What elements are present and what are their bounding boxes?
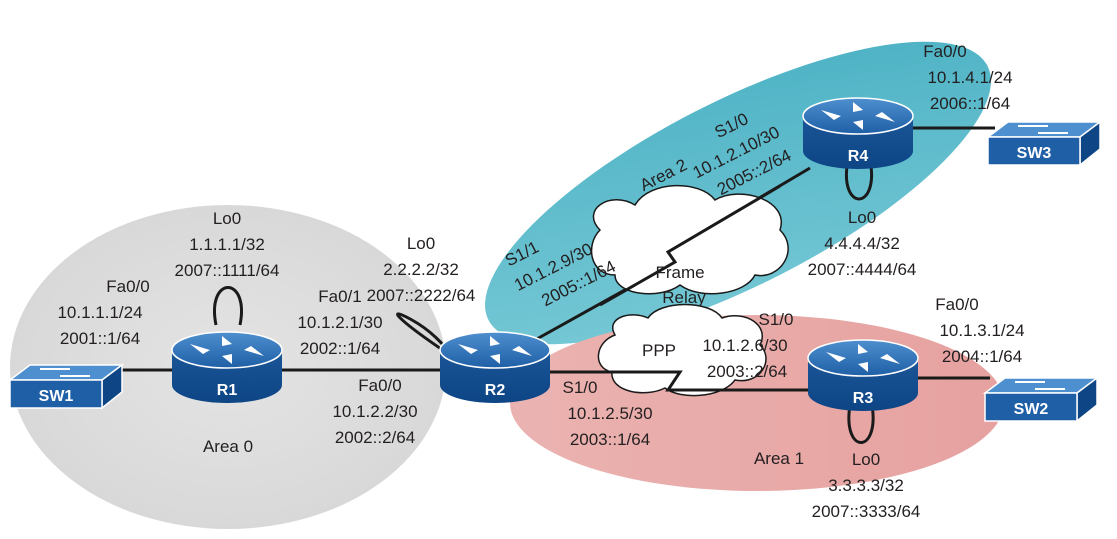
r1-label: R1 [217, 382, 238, 399]
interface-name: Fa0/0 [106, 277, 149, 296]
ipv6-address: 2003::2/64 [707, 362, 787, 381]
sw3-label: SW3 [1017, 145, 1052, 162]
sw1-switch[interactable]: SW1 [7, 363, 125, 410]
sw3-switch[interactable]: SW3 [985, 120, 1103, 167]
r2-label: R2 [485, 382, 506, 399]
switch-arrows-icon [1018, 125, 1068, 134]
ipv6-address: 2006::1/64 [930, 94, 1010, 113]
interface-name: Fa0/0 [923, 42, 966, 61]
ipv4-address: 10.1.2.1/30 [297, 313, 382, 332]
ppp-label: PPP [642, 341, 676, 360]
router-arrows-icon [190, 336, 264, 364]
switch-arrows-icon [1015, 381, 1065, 390]
ipv4-address: 10.1.2.5/30 [567, 404, 652, 423]
ipv6-address: 2002::2/64 [335, 428, 415, 447]
r2-s10-labels: S1/0 10.1.2.5/30 2003::1/64 [563, 378, 653, 449]
switch-arrows-icon [40, 368, 90, 377]
ipv4-address: 4.4.4.4/32 [824, 234, 900, 253]
ipv6-address: 2007::3333/64 [812, 502, 921, 521]
router-arrows-icon [458, 336, 532, 364]
r2-fa00-labels: Fa0/0 10.1.2.2/30 2002::2/64 [332, 376, 417, 447]
r3-router[interactable]: R3 [807, 339, 919, 411]
frame-relay-label-line2: Relay [662, 288, 706, 307]
ipv6-address: 2007::4444/64 [808, 260, 917, 279]
interface-name: S1/0 [759, 310, 794, 329]
interface-name: Fa0/0 [358, 376, 401, 395]
area0-label: Area 0 [203, 437, 253, 456]
ipv6-address: 2003::1/64 [570, 430, 650, 449]
sw2-label: SW2 [1014, 401, 1049, 418]
r1-lo0-labels: Lo0 1.1.1.1/32 2007::1111/64 [175, 209, 280, 280]
interface-name: Fa0/1 [318, 287, 361, 306]
ipv6-address: 2001::1/64 [60, 329, 140, 348]
ipv4-address: 10.1.1.1/24 [57, 303, 142, 322]
ipv6-address: 2004::1/64 [942, 347, 1022, 366]
ipv4-address: 10.1.4.1/24 [927, 68, 1012, 87]
sw1-label: SW1 [39, 388, 74, 405]
ipv6-address: 2007::1111/64 [175, 261, 280, 280]
r2-loopback-loop [396, 312, 452, 357]
r3-s10-labels: S1/0 10.1.2.6/30 2003::2/64 [702, 310, 793, 381]
router-arrows-icon [826, 344, 900, 372]
ipv4-address: 3.3.3.3/32 [828, 476, 904, 495]
interface-name: Lo0 [407, 234, 435, 253]
ipv6-address: 2002::1/64 [300, 339, 380, 358]
frame-relay-label-line1: Frame [655, 263, 704, 282]
r4-loopback-loop [845, 159, 873, 201]
r2-lo0-labels: Lo0 2.2.2.2/32 2007::2222/64 [367, 234, 476, 305]
r1-loopback-loop [213, 286, 243, 326]
r3-lo0-labels: Lo0 3.3.3.3/32 2007::3333/64 [812, 450, 921, 521]
interface-name: S1/0 [563, 378, 598, 397]
area1-label: Area 1 [754, 449, 804, 468]
ipv4-address: 1.1.1.1/32 [189, 235, 265, 254]
ipv6-address: 2007::2222/64 [367, 286, 476, 305]
r1-router[interactable]: R1 [171, 331, 283, 403]
router-arrows-icon [821, 102, 895, 130]
r3-fa00-labels: Fa0/0 10.1.3.1/24 2004::1/64 [935, 295, 1024, 366]
r1-fa00-labels: Fa0/0 10.1.1.1/24 2001::1/64 [57, 277, 149, 348]
interface-name: Lo0 [848, 208, 876, 227]
frame-relay-link-segment [599, 184, 781, 307]
ipv4-address: 10.1.3.1/24 [939, 321, 1024, 340]
ipv4-address: 10.1.2.2/30 [332, 402, 417, 421]
interface-name: Fa0/0 [935, 295, 978, 314]
r3-label: R3 [853, 390, 874, 407]
r4-fa00-labels: Fa0/0 10.1.4.1/24 2006::1/64 [923, 42, 1012, 113]
r2-router[interactable]: R2 [439, 331, 551, 403]
r4-label: R4 [848, 148, 869, 165]
sw2-switch[interactable]: SW2 [982, 376, 1100, 423]
r4-router[interactable]: R4 [802, 97, 914, 169]
ipv4-address: 2.2.2.2/32 [383, 260, 459, 279]
ipv4-address: 10.1.2.6/30 [702, 336, 787, 355]
r4-lo0-labels: Lo0 4.4.4.4/32 2007::4444/64 [808, 208, 917, 279]
r3-loopback-loop [847, 404, 875, 444]
interface-name: Lo0 [852, 450, 880, 469]
ppp-link-segment [610, 370, 760, 392]
interface-name: Lo0 [213, 209, 241, 228]
r1-fa01-labels: Fa0/1 10.1.2.1/30 2002::1/64 [297, 287, 382, 358]
